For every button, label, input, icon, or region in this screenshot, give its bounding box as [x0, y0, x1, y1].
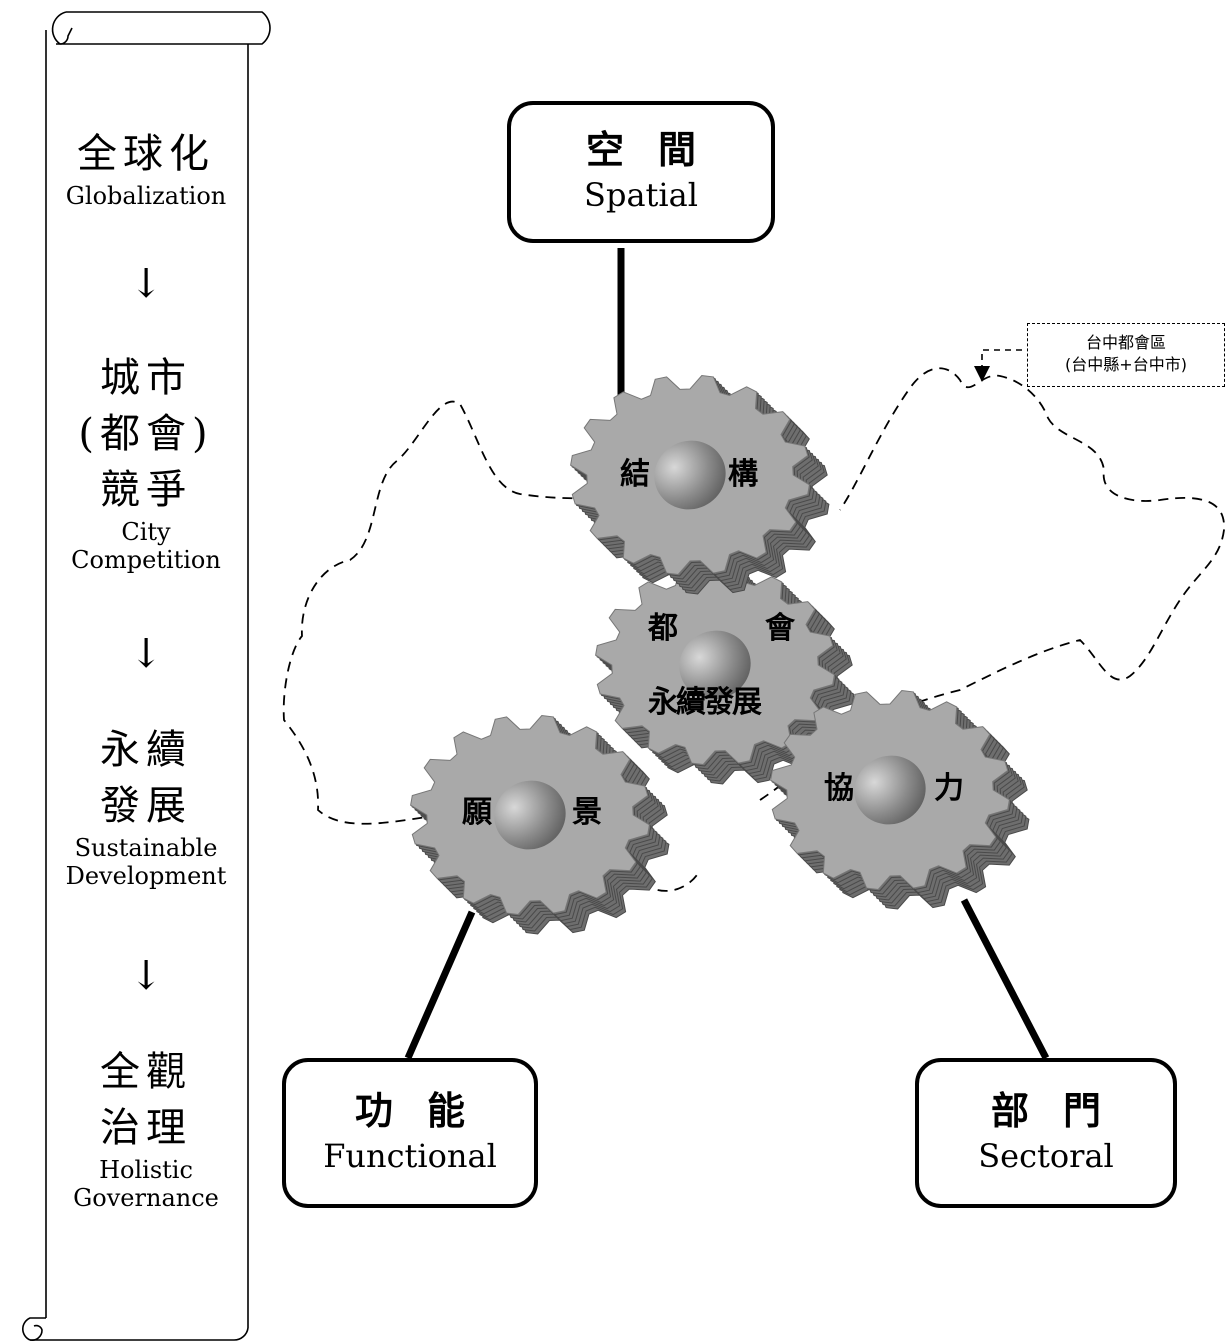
holistic-block: 全觀 治理 Holistic Governance: [48, 1044, 244, 1212]
gear-coop-label-right: 力: [934, 771, 964, 806]
spatial-en: Spatial: [584, 176, 698, 214]
functional-box: 功能 Functional: [282, 1058, 538, 1208]
scroll-banner: [22, 11, 271, 1341]
city-zh-2: (都會): [78, 411, 214, 457]
sustainable-block: 永續 發展 Sustainable Development: [48, 722, 244, 890]
gear-metro-label-bottom: 永續發展: [648, 685, 762, 720]
gear-metro-label-left: 都: [648, 611, 678, 646]
gear-vision: [410, 714, 670, 935]
sectoral-box: 部門 Sectoral: [915, 1058, 1177, 1208]
holistic-zh-2: 治理: [100, 1105, 192, 1151]
sustain-zh-2: 發展: [100, 783, 192, 829]
globalization-block: 全球化 Globalization: [48, 126, 244, 210]
gear-cooperation: [770, 689, 1030, 910]
globalization-zh: 全球化: [77, 131, 215, 177]
gear-structure: [570, 374, 830, 595]
connector-functional: [404, 910, 476, 1060]
gears-group: [410, 374, 1030, 935]
gear-coop-label-left: 協: [824, 771, 854, 806]
connector-sectoral: [960, 898, 1050, 1060]
holistic-en-2: Governance: [73, 1184, 219, 1212]
legend-pointer: [974, 349, 1022, 382]
city-en-1: City: [121, 518, 171, 546]
sustain-zh-1: 永續: [100, 727, 192, 773]
gear-vision-label-left: 願: [462, 795, 492, 830]
gear-metro-label-right: 會: [765, 611, 795, 646]
holistic-zh-1: 全觀: [100, 1049, 192, 1095]
city-en-2: Competition: [71, 546, 221, 574]
legend-line-2: (台中縣+台中市): [1065, 355, 1187, 374]
city-zh-1: 城市: [100, 355, 192, 401]
city-competition-block: 城市 (都會) 競爭 City Competition: [48, 350, 244, 574]
flow-arrow-3: ↓: [129, 953, 163, 999]
holistic-en-1: Holistic: [99, 1156, 193, 1184]
globalization-en: Globalization: [65, 182, 227, 210]
flow-arrow-2: ↓: [129, 631, 163, 677]
gear-vision-label-right: 景: [572, 795, 602, 830]
sustain-en-1: Sustainable: [74, 834, 218, 862]
sectoral-en: Sectoral: [978, 1137, 1114, 1175]
legend-line-1: 台中都會區: [1085, 333, 1166, 352]
flow-arrow-1: ↓: [129, 261, 163, 307]
spatial-box: 空間 Spatial: [507, 101, 775, 243]
gear-metro: [595, 564, 855, 785]
functional-en: Functional: [323, 1137, 497, 1175]
sustain-en-2: Development: [65, 862, 227, 890]
functional-zh: 功能: [354, 1088, 499, 1133]
gear-structure-label-right: 構: [728, 457, 758, 492]
sectoral-zh: 部門: [990, 1088, 1135, 1133]
city-zh-3: 競爭: [100, 467, 192, 513]
gear-structure-label-left: 結: [620, 457, 650, 492]
spatial-zh: 空間: [585, 127, 730, 172]
legend-box: 台中都會區 (台中縣+台中市): [1027, 323, 1225, 387]
